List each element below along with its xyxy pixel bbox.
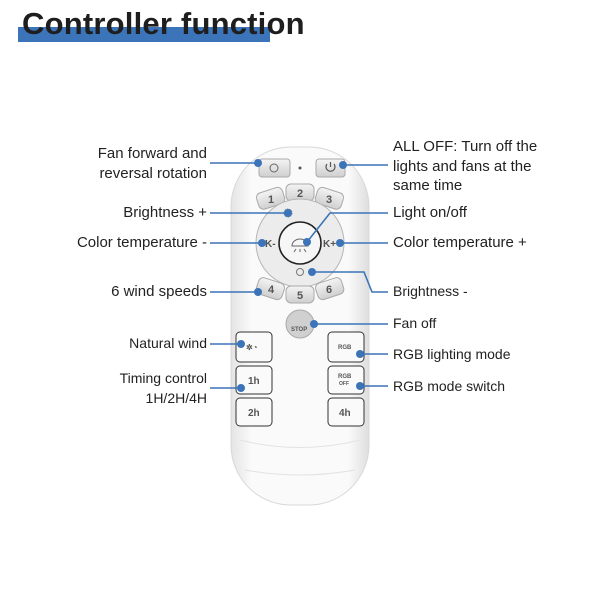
speed-button-6[interactable] — [314, 276, 345, 301]
label-line: reversal rotation — [99, 164, 207, 182]
timer-2h-label: 2h — [248, 408, 260, 419]
label-line: Timing control — [119, 370, 207, 386]
fan-off-button[interactable] — [285, 309, 315, 339]
power-icon — [325, 162, 336, 172]
label-brightness-minus: Brightness - — [393, 283, 468, 299]
k-plus-label: K+ — [323, 239, 336, 250]
label-fan-direction: Fan forward and reversal rotation — [98, 144, 207, 183]
speed-label-3: 3 — [326, 194, 332, 206]
label-light-onoff: Light on/off — [393, 204, 467, 221]
speed-button-5[interactable] — [285, 285, 315, 304]
natural-wind-button[interactable] — [235, 331, 273, 363]
timer-1h-label: 1h — [248, 376, 260, 387]
fan-direction-button[interactable] — [258, 158, 291, 178]
natural-wind-icon: ✲◔ — [246, 343, 258, 352]
title-underline — [18, 27, 270, 42]
label-line: same time — [393, 177, 463, 194]
leader-dots — [237, 159, 364, 392]
timer-4h-label: 4h — [339, 408, 351, 419]
speed-buttons-bottom: 4 5 6 — [255, 276, 345, 304]
speed-button-3[interactable] — [314, 186, 345, 211]
lamp-icon — [291, 238, 309, 253]
remote-bottom-curve — [239, 439, 361, 476]
label-natural-wind: Natural wind — [129, 335, 207, 351]
rgb-off-label-1: RGB — [338, 374, 352, 380]
label-brightness-plus: Brightness + — [123, 204, 207, 221]
speed-button-1[interactable] — [255, 186, 286, 211]
timer-2h-button[interactable] — [235, 397, 273, 427]
rgb-off-button[interactable] — [327, 365, 365, 395]
rgb-off-label-2: OFF — [339, 381, 349, 387]
indicator-led — [298, 166, 302, 170]
label-wind-speeds: 6 wind speeds — [111, 283, 207, 300]
label-all-off: ALL OFF: Turn off the lights and fans at… — [393, 137, 537, 196]
rotation-icon — [269, 163, 279, 173]
label-color-temp-minus: Color temperature - — [76, 234, 207, 251]
speed-buttons-top: 1 2 3 — [255, 183, 345, 211]
rgb-label: RGB — [338, 345, 352, 351]
speed-label-5: 5 — [297, 290, 303, 302]
speed-label-2: 2 — [297, 188, 303, 200]
label-line: 1H/2H/4H — [145, 389, 207, 406]
label-fan-off: Fan off — [393, 315, 437, 331]
label-line: lights and fans at the — [393, 157, 532, 175]
label-line: Fan forward and — [97, 145, 207, 162]
label-color-temp-plus: Color temperature + — [393, 234, 527, 251]
label-timing: Timing control 1H/2H/4H — [120, 369, 207, 408]
rgb-button[interactable] — [327, 331, 365, 363]
timer-1h-button[interactable] — [235, 365, 273, 395]
page-title: Controller function — [22, 6, 305, 41]
leader-lines — [210, 162, 388, 389]
speed-label-6: 6 — [326, 284, 332, 296]
speed-label-1: 1 — [268, 194, 274, 206]
brightness-minus-icon — [296, 268, 304, 276]
label-rgb-mode: RGB lighting mode — [393, 346, 511, 362]
timer-4h-button[interactable] — [327, 397, 365, 427]
stop-label: STOP — [291, 327, 307, 333]
speed-label-4: 4 — [268, 284, 275, 296]
label-line: ALL OFF: Turn off the — [393, 138, 538, 155]
label-rgb-switch: RGB mode switch — [393, 378, 506, 394]
light-onoff-button[interactable] — [278, 221, 322, 265]
k-minus-label: K- — [265, 239, 276, 250]
speed-button-4[interactable] — [255, 276, 286, 301]
